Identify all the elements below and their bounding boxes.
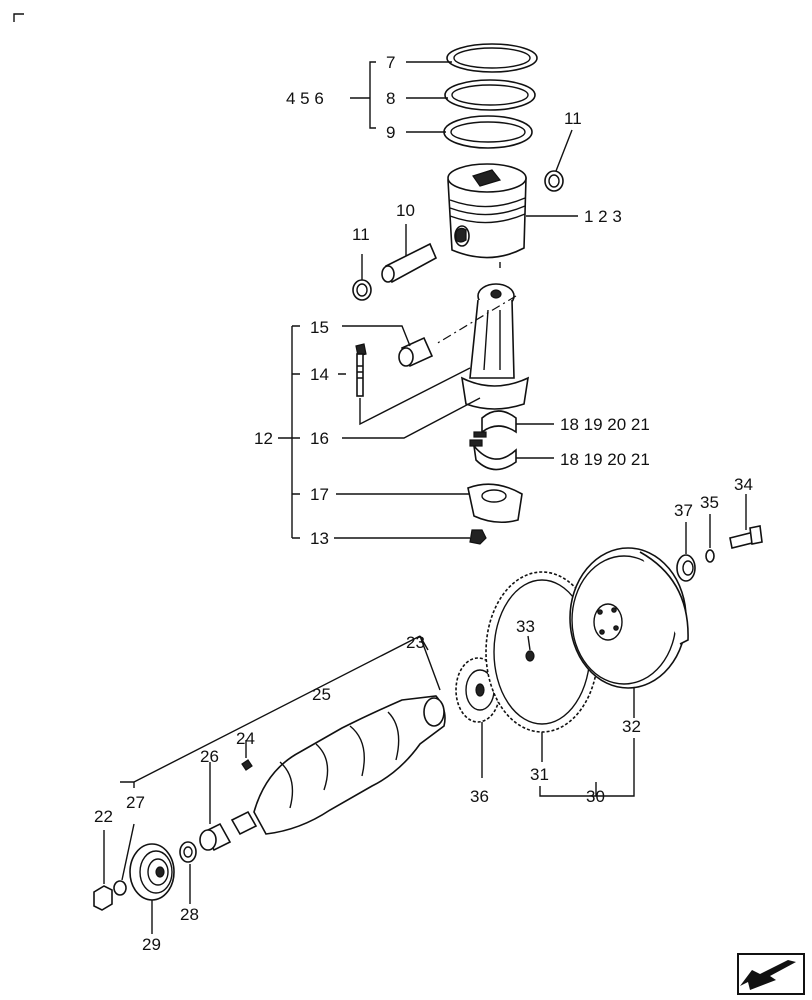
crankshaft — [230, 695, 446, 836]
woodruff-key-24 — [241, 759, 253, 771]
small-end-bushing-15 — [398, 336, 434, 368]
dowel-pin-33 — [525, 650, 535, 662]
callout-16: 16 — [310, 429, 329, 448]
piston — [447, 163, 527, 268]
bearing-shell-lower — [469, 439, 517, 471]
callout-7: 7 — [386, 53, 395, 72]
callout-14: 14 — [310, 365, 329, 384]
callout-15: 15 — [310, 318, 329, 337]
callout-27: 27 — [126, 793, 145, 812]
flywheel-bolt-34 — [729, 525, 763, 549]
callout-37: 37 — [674, 501, 693, 520]
washer-35 — [705, 549, 715, 563]
callout-11-left: 11 — [352, 225, 370, 244]
callout-32: 32 — [622, 717, 641, 736]
callout-36: 36 — [470, 787, 489, 806]
callout-35: 35 — [700, 493, 719, 512]
next-page-arrow-icon[interactable] — [737, 953, 805, 995]
circlip-11-left — [352, 279, 372, 301]
callout-8: 8 — [386, 89, 395, 108]
callout-12: 12 — [254, 429, 273, 448]
callout-31: 31 — [530, 765, 549, 784]
callout-33: 33 — [516, 617, 535, 636]
callout-30: 30 — [586, 787, 605, 806]
piston-ring-9 — [443, 115, 533, 149]
callout-23: 23 — [406, 633, 425, 652]
piston-ring-7 — [446, 43, 538, 73]
callout-29: 29 — [142, 935, 161, 954]
pilot-bearing-37 — [676, 554, 696, 582]
callout-1-2-3: 1 2 3 — [584, 207, 622, 226]
callout-18-19-20-21-upper: 18 19 20 21 — [560, 415, 650, 434]
rod-nut-13 — [469, 529, 487, 545]
callout-26: 26 — [200, 747, 219, 766]
circlip-11-right — [544, 170, 564, 192]
rod-bolt-14 — [355, 343, 367, 397]
callout-34: 34 — [734, 475, 753, 494]
pulley-nut-22 — [93, 885, 113, 911]
crank-gear-26 — [199, 822, 232, 852]
washer-28 — [179, 841, 197, 863]
callout-28: 28 — [180, 905, 199, 924]
callout-18-19-20-21-lower: 18 19 20 21 — [560, 450, 650, 469]
callout-25: 25 — [312, 685, 331, 704]
callout-4-5-6: 4 5 6 — [286, 89, 324, 108]
washer-27 — [113, 880, 127, 896]
callout-22: 22 — [94, 807, 113, 826]
callout-10: 10 — [396, 201, 415, 220]
crank-pulley-29 — [129, 843, 175, 901]
callout-11-right: 11 — [564, 109, 582, 128]
piston-ring-8 — [444, 79, 536, 111]
bearing-shell-upper — [473, 410, 517, 438]
corner-mark-icon — [13, 13, 24, 22]
callout-17: 17 — [310, 485, 329, 504]
callout-9: 9 — [386, 123, 395, 142]
flywheel-32 — [569, 547, 689, 689]
rod-cap-17 — [467, 483, 523, 524]
piston-pin-10 — [381, 242, 438, 284]
callout-24: 24 — [236, 729, 255, 748]
connecting-rod — [460, 283, 530, 410]
callout-13: 13 — [310, 529, 329, 548]
